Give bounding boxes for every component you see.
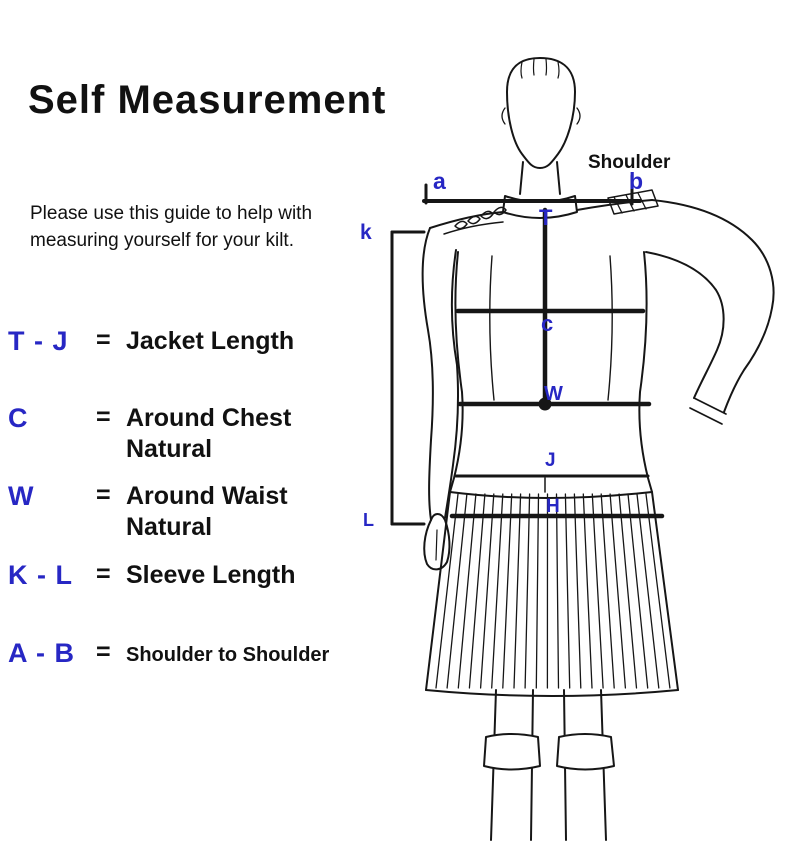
figure-label-j: J — [545, 450, 556, 471]
legend-equals: = — [96, 403, 111, 431]
figure-label-shoulder: Shoulder — [588, 152, 671, 173]
legend-equals: = — [96, 326, 111, 354]
figure-right-arm — [645, 199, 775, 425]
figure-kilt — [425, 491, 679, 697]
figure-label-c: c — [541, 311, 554, 336]
legend-label: Around Chest Natural — [126, 404, 292, 464]
measure-dot-waist — [538, 397, 552, 411]
legend-label: Sleeve Length — [126, 561, 296, 589]
legend-equals: = — [96, 560, 111, 588]
intro-text: Please use this guide to help with measu… — [30, 203, 313, 251]
figure-legs — [483, 689, 615, 841]
legend-item-chest: C = Around Chest Natural — [8, 403, 378, 466]
figure-left-arm — [421, 227, 459, 571]
legend-letters: C — [8, 403, 29, 433]
legend-item-waist: W = Around Waist Natural — [8, 481, 378, 544]
legend-letters: A - B — [8, 638, 75, 668]
figure-head — [501, 57, 581, 169]
legend-item-jacket-length: T - J = Jacket Length — [8, 326, 378, 357]
kilt-pleats — [435, 493, 671, 689]
legend-equals: = — [96, 481, 111, 509]
legend-letters: T - J — [8, 326, 69, 356]
legend-item-sleeve-length: K - L = Sleeve Length — [8, 560, 378, 591]
legend-item-shoulder-to-shoulder: A - B = Shoulder to Shoulder — [8, 638, 378, 669]
figure-label-h: H — [546, 496, 560, 517]
figure-shoulders — [429, 189, 659, 235]
legend-letters: W — [8, 481, 35, 511]
figure-label-k: k — [360, 221, 372, 244]
legend-label: Shoulder to Shoulder — [126, 644, 330, 666]
figure-label-t: T — [539, 205, 553, 230]
legend-equals: = — [96, 638, 111, 666]
figure-label-a: a — [433, 168, 446, 194]
legend-letters: K - L — [8, 560, 73, 590]
figure-label-b: b — [629, 168, 644, 194]
legend-label: Jacket Length — [126, 327, 295, 355]
figure-label-l: L — [363, 510, 374, 530]
legend-label: Around Waist Natural — [126, 482, 288, 542]
measurement-lines — [390, 174, 665, 526]
page-title: Self Measurement — [28, 78, 387, 122]
figure-label-w: W — [544, 383, 563, 405]
